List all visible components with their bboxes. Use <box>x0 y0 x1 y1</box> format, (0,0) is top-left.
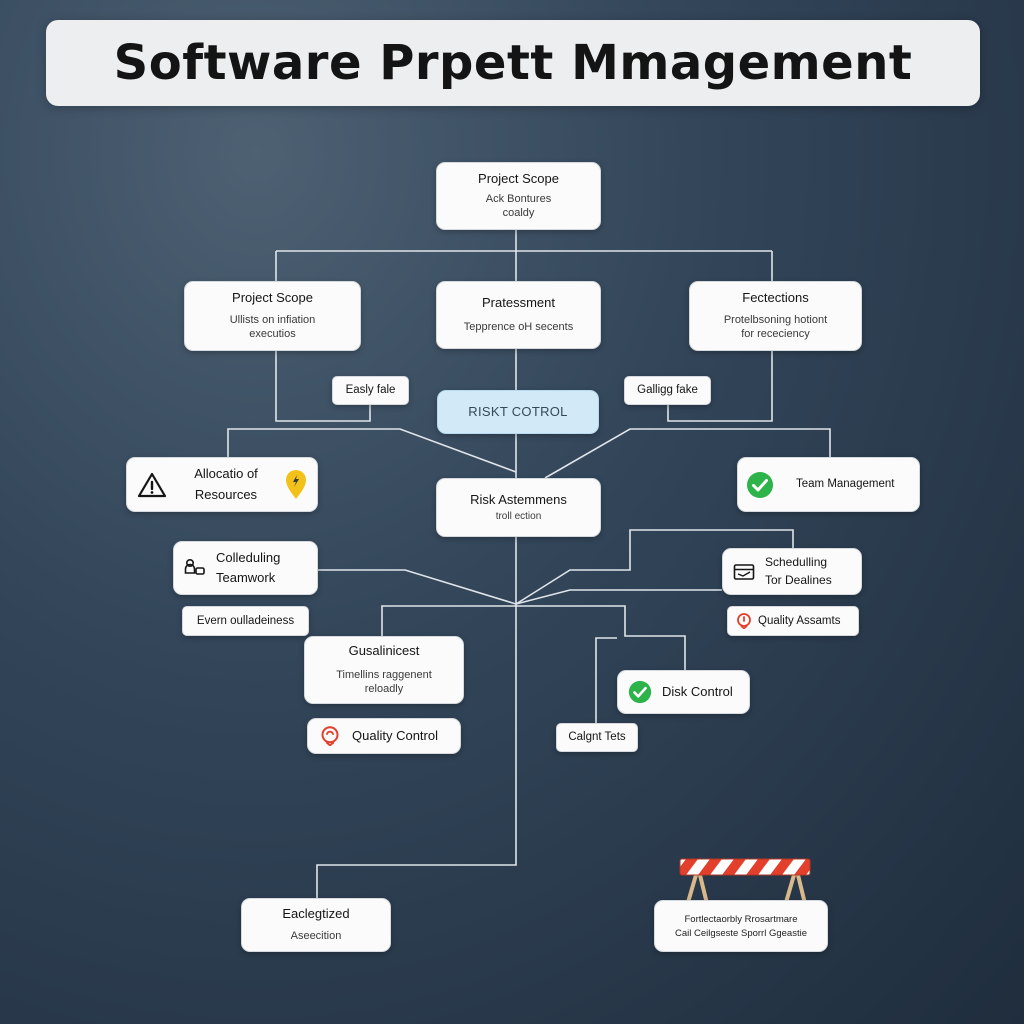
badge-icon <box>321 726 339 746</box>
node-title: Disk Control <box>662 683 733 699</box>
colleduling-teamwork-node[interactable]: Colleduling Teamwork <box>173 541 318 595</box>
team-people-icon <box>184 558 205 575</box>
risk-control-node[interactable]: RISKT COTROL <box>437 390 599 434</box>
connector-group-middle <box>227 428 831 479</box>
node-title: Project Scope <box>478 171 559 187</box>
node-title: Fectections <box>742 290 809 306</box>
page-title: Software Prpett Mmagement <box>113 35 913 91</box>
node-title: Project Scope <box>232 290 313 306</box>
fefections-node[interactable]: Fectections Protelbsoning hotiont for re… <box>689 281 862 351</box>
quality-assamts-tag[interactable]: Quality Assamts <box>727 606 859 636</box>
project-scope-top-node[interactable]: Project Scope Ack Bontures coaldy <box>436 162 601 230</box>
connector-group-lower <box>316 529 794 898</box>
node-subtitle: Ullists on infiation executios <box>229 314 316 341</box>
node-title: Team Management <box>796 478 895 491</box>
node-subtitle: Timellins raggenent reloadly <box>336 669 432 696</box>
project-scope-left-node[interactable]: Project Scope Ullists on infiation execu… <box>184 281 361 351</box>
node-title: Gusalinicest <box>348 643 420 659</box>
node-title: Pratessment <box>482 295 555 310</box>
badge-icon <box>737 613 751 629</box>
footnote-line-2: Cail Ceilgseste Sporrl Ggeastie <box>674 928 807 939</box>
node-title: Risk Astemmens <box>470 491 567 507</box>
assessment-node[interactable]: Pratessment Tepprence oH secents <box>436 281 601 349</box>
footnote-card: Fortlectaorbly Rrosartmare Cail Ceilgses… <box>654 900 828 952</box>
node-title: Eaclegtized <box>282 906 350 921</box>
team-management-node[interactable]: Team Management <box>737 457 920 512</box>
map-pin-icon <box>286 469 306 499</box>
risk-assessments-node[interactable]: Risk Astemmens troll ection <box>436 478 601 537</box>
disk-control-node[interactable]: Disk Control <box>617 670 750 714</box>
connector-group-top <box>275 230 773 478</box>
scheduling-deadlines-node[interactable]: Schedulling Tor Dealines <box>722 548 862 595</box>
node-subtitle: Tepprence oH secents <box>463 321 574 334</box>
quality-control-node[interactable]: Quality Control <box>307 718 461 754</box>
gusalinicest-node[interactable]: Gusalinicest Timellins raggenent reloadl… <box>304 636 464 704</box>
node-subtitle: Ack Bontures coaldy <box>485 193 552 220</box>
title-bar: Software Prpett Mmagement <box>46 20 980 106</box>
node-title: Colleduling Teamwork <box>216 549 281 585</box>
node-subtitle: Aseecition <box>290 930 342 943</box>
calgnt-tets-tag[interactable]: Calgnt Tets <box>556 723 638 752</box>
node-title: Allocatio of Resources <box>194 465 258 502</box>
check-circle-icon <box>747 471 773 498</box>
node-subtitle: troll ection <box>495 510 542 522</box>
calendar-icon <box>733 563 755 580</box>
check-circle-icon <box>628 680 652 704</box>
allocation-of-resources-node[interactable]: Allocatio of Resources <box>126 457 318 512</box>
node-title: Quality Control <box>352 727 438 743</box>
eaclegtized-node[interactable]: Eaclegtized Aseecition <box>241 898 391 952</box>
node-title: Schedulling Tor Dealines <box>765 555 832 587</box>
warning-triangle-icon <box>137 472 167 497</box>
easly-fale-tag[interactable]: Easly fale <box>332 376 409 405</box>
galling-fake-tag[interactable]: Galligg fake <box>624 376 711 405</box>
overn-tag[interactable]: Evern oulladeiness <box>182 606 309 636</box>
footnote-line-1: Fortlectaorbly Rrosartmare <box>684 914 798 926</box>
node-subtitle: Protelbsoning hotiont for receciency <box>723 314 828 341</box>
